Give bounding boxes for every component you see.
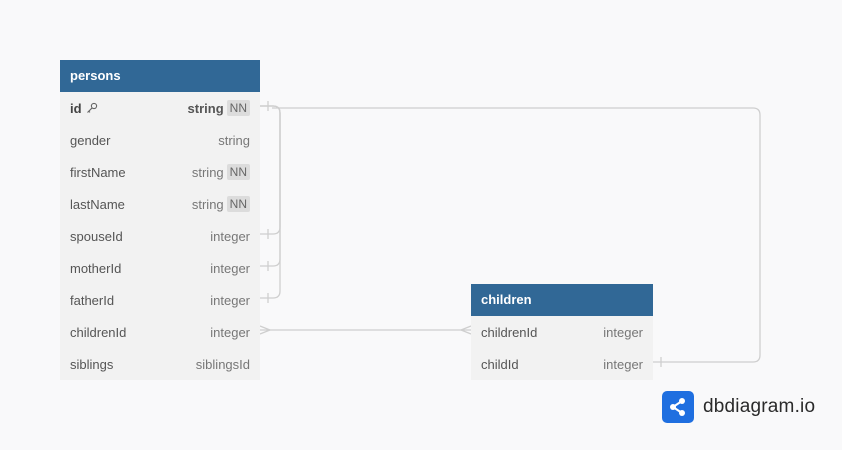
field-type: string [187, 100, 224, 116]
link-fatherid-id [260, 105, 281, 299]
field-type-wrap: integer [210, 261, 250, 276]
dbdiagram-logo[interactable]: dbdiagram.io [662, 391, 815, 423]
not-null-badge: NN [226, 196, 250, 212]
field-name: firstName [70, 164, 126, 180]
field-type-wrap: integer [210, 229, 250, 244]
field-row-fatherid[interactable]: fatherId integer [60, 284, 260, 316]
link-spouseid-id [260, 105, 281, 235]
field-name: siblings [70, 356, 114, 372]
logo-text: dbdiagram.io [703, 396, 816, 417]
field-name-wrap: fatherId [70, 293, 114, 308]
field-type: string [191, 164, 224, 180]
field-type: string [191, 196, 224, 212]
field-name: id [70, 100, 82, 116]
field-row-spouseid[interactable]: spouseId integer [60, 220, 260, 252]
field-name-wrap: childrenId [481, 325, 537, 340]
field-type-wrap: integer [210, 325, 250, 340]
field-row-siblings[interactable]: siblings siblingsId [60, 348, 260, 380]
field-type-wrap: string [218, 133, 250, 148]
field-type-wrap: siblingsId [196, 357, 250, 372]
field-type: integer [210, 228, 250, 244]
field-row-childrenid[interactable]: childrenId integer [60, 316, 260, 348]
field-name-wrap: motherId [70, 261, 121, 276]
field-name-wrap: childId [481, 357, 519, 372]
field-name-wrap: gender [70, 133, 110, 148]
field-name-wrap: id [70, 101, 98, 116]
field-type-wrap: integer [603, 325, 643, 340]
field-name-wrap: lastName [70, 197, 125, 212]
not-null-badge: NN [226, 164, 250, 180]
field-type: integer [603, 356, 643, 372]
field-row-childid[interactable]: childId integer [471, 348, 653, 380]
field-name: fatherId [70, 292, 115, 308]
field-name-wrap: siblings [70, 357, 113, 372]
field-type: string [218, 132, 250, 148]
field-name: lastName [70, 196, 125, 212]
field-name-wrap: childrenId [70, 325, 126, 340]
field-name: spouseId [70, 228, 123, 244]
field-name: motherId [70, 260, 122, 276]
share-icon [662, 391, 694, 423]
field-row-gender[interactable]: gender string [60, 124, 260, 156]
link-motherid-id [260, 105, 281, 267]
table-header-children[interactable]: children [471, 284, 653, 316]
field-row-childrenid[interactable]: childrenId integer [471, 316, 653, 348]
field-name-wrap: firstName [70, 165, 126, 180]
table-header-persons[interactable]: persons [60, 60, 260, 92]
field-type: integer [210, 292, 250, 308]
field-type: integer [603, 324, 643, 340]
field-name: childrenId [70, 324, 127, 340]
field-name: childId [481, 356, 519, 372]
field-type-wrap: integer [210, 293, 250, 308]
field-row-motherid[interactable]: motherId integer [60, 252, 260, 284]
field-type: integer [210, 260, 250, 276]
field-name-wrap: spouseId [70, 229, 123, 244]
field-type: siblingsId [195, 356, 250, 372]
field-type: integer [210, 324, 250, 340]
field-name: gender [70, 132, 111, 148]
not-null-badge: NN [226, 100, 250, 116]
field-type-wrap: integer [603, 357, 643, 372]
field-name: childrenId [481, 324, 538, 340]
table-children[interactable]: children childrenId integer childId integer [471, 284, 653, 380]
key-icon [86, 102, 97, 113]
